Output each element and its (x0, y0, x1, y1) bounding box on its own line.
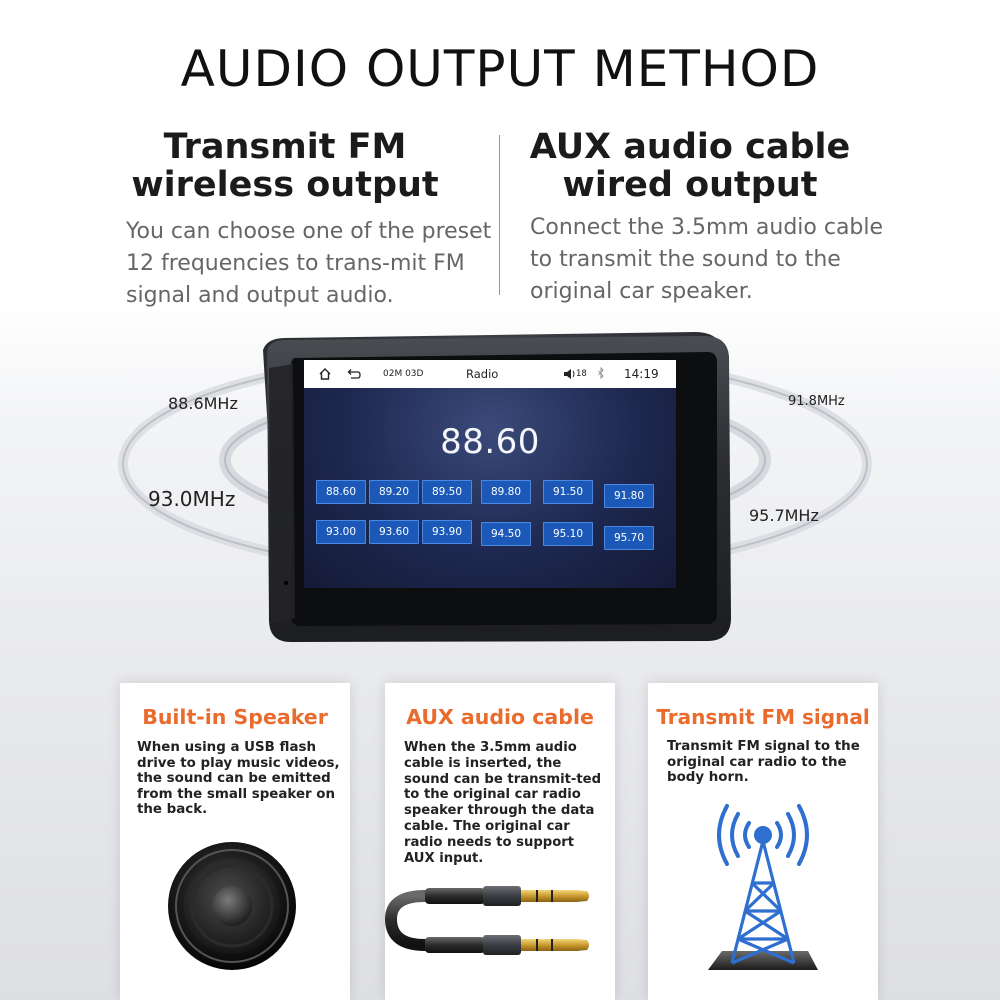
fm-method-title: Transmit FM wireless output (131, 127, 439, 205)
column-divider (499, 135, 500, 295)
preset-button[interactable]: 93.90 (422, 520, 472, 544)
speaker-card-title: Built-in Speaker (142, 705, 328, 729)
preset-button[interactable]: 89.50 (422, 480, 472, 504)
current-frequency: 88.60 (440, 422, 540, 462)
speaker-icon (168, 842, 296, 970)
preset-button[interactable]: 93.60 (369, 520, 419, 544)
freq-label-bottom-right: 95.7MHz (749, 506, 819, 525)
freq-label-top-left: 88.6MHz (168, 394, 238, 413)
preset-button[interactable]: 94.50 (481, 522, 531, 546)
freq-label-top-right: 91.8MHz (788, 394, 845, 409)
home-icon[interactable] (318, 360, 336, 388)
preset-button[interactable]: 89.20 (369, 480, 419, 504)
fm-method-description: You can choose one of the preset 12 freq… (126, 219, 492, 308)
aux-card-text: When the 3.5mm audio cable is inserted, … (404, 740, 602, 866)
freq-label-bottom-left: 93.0MHz (148, 487, 236, 511)
fm-signal-card: Transmit FM signal Transmit FM signal to… (648, 683, 878, 1000)
aux-card-title: AUX audio cable (406, 705, 594, 729)
volume-level: 18 (576, 369, 587, 379)
clock: 14:19 (624, 367, 659, 381)
status-bar: 02M 03D Radio 18 14:19 (304, 360, 676, 388)
radio-tower-icon (708, 804, 818, 970)
preset-button[interactable]: 89.80 (481, 480, 531, 504)
fm-signal-card-text: Transmit FM signal to the original car r… (667, 739, 860, 786)
speaker-card-text: When using a USB flash drive to play mus… (137, 740, 340, 818)
fm-signal-card-title: Transmit FM signal (656, 705, 870, 729)
aux-method-description: Connect the 3.5mm audio cable to transmi… (530, 215, 884, 304)
app-title: Radio (466, 367, 499, 381)
preset-button[interactable]: 88.60 (316, 480, 366, 504)
date-label: 02M 03D (383, 369, 424, 379)
bluetooth-icon (597, 360, 607, 388)
preset-button[interactable]: 91.80 (604, 484, 654, 508)
preset-button[interactable]: 91.50 (543, 480, 593, 504)
preset-button[interactable]: 93.00 (316, 520, 366, 544)
speaker-card: Built-in Speaker When using a USB flash … (120, 683, 350, 1000)
preset-button[interactable]: 95.70 (604, 526, 654, 550)
aux-card: AUX audio cable When the 3.5mm audio cab… (385, 683, 615, 1000)
preset-button[interactable]: 95.10 (543, 522, 593, 546)
volume-icon[interactable] (563, 360, 577, 388)
back-icon[interactable] (346, 360, 364, 388)
page-title: AUDIO OUTPUT METHOD (180, 40, 820, 98)
aux-cable-icon (385, 886, 589, 955)
aux-method-title: AUX audio cable wired output (529, 127, 851, 205)
